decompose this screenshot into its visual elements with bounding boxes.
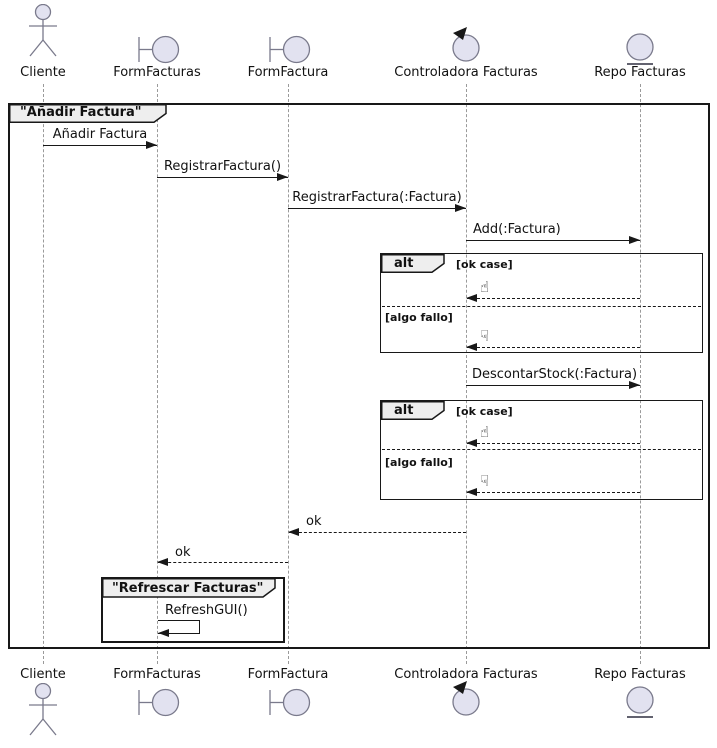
return-line (467, 347, 640, 348)
alt-keyword: alt (394, 403, 414, 418)
guard-ok-case: [ok case] (456, 258, 513, 271)
self-message-label: RefreshGUI() (165, 603, 248, 618)
thumbs-down-icon: ☟ (480, 327, 490, 345)
message-label: Añadir Factura (52, 127, 148, 142)
alt-pentagon (381, 254, 445, 273)
return-line (467, 443, 640, 444)
actor-icon (29, 683, 57, 736)
alt-fragment (380, 400, 703, 500)
self-message-line (199, 620, 200, 634)
participant-label-controladora: Controladora Facturas (394, 65, 538, 80)
return-line (289, 532, 466, 533)
arrowhead-right-icon (629, 236, 640, 244)
arrowhead-left-icon (466, 488, 477, 496)
participant-label-controladora: Controladora Facturas (394, 667, 538, 682)
frame-anadir-factura (8, 103, 710, 649)
self-message-line (158, 620, 200, 621)
message-line (43, 145, 157, 146)
participant-label-repo: Repo Facturas (594, 65, 686, 80)
arrowhead-left-icon (157, 558, 168, 566)
thumbs-down-icon: ☟ (480, 472, 490, 490)
boundary-icon (138, 35, 180, 64)
arrowhead-left-icon (466, 294, 477, 302)
message-label: ok (175, 545, 191, 560)
boundary-icon (269, 35, 311, 64)
arrowhead-left-icon (288, 528, 299, 536)
self-message-line (158, 633, 200, 634)
arrowhead-right-icon (146, 141, 157, 149)
guard-algo-fallo: [algo fallo] (385, 311, 453, 324)
alt-keyword: alt (394, 256, 414, 271)
control-icon (452, 681, 480, 716)
actor-icon (29, 4, 57, 57)
boundary-icon (269, 688, 311, 717)
message-line (288, 208, 466, 209)
message-label: DescontarStock(:Factura) (472, 367, 638, 382)
participant-label-formfacturas: FormFacturas (113, 65, 201, 80)
arrowhead-right-icon (455, 204, 466, 212)
message-label: RegistrarFactura(:Factura) (292, 190, 462, 205)
arrowhead-right-icon (629, 381, 640, 389)
alt-pentagon (381, 401, 445, 420)
entity-icon (626, 686, 654, 718)
return-line (158, 562, 288, 563)
return-line (467, 298, 640, 299)
inner-frame-title: "Refrescar Facturas" (112, 581, 264, 596)
participant-label-formfactura: FormFactura (247, 667, 329, 682)
frame-title: "Añadir Factura" (20, 105, 142, 120)
return-line (467, 492, 640, 493)
participant-label-formfacturas: FormFacturas (113, 667, 201, 682)
thumbs-up-icon: ☝ (480, 278, 490, 296)
arrowhead-left-icon (158, 629, 169, 637)
entity-icon (626, 33, 654, 65)
alt-divider (382, 449, 701, 450)
message-label: Add(:Factura) (473, 222, 561, 237)
message-line (466, 385, 640, 386)
lifeline-controladora-facturas (466, 84, 467, 664)
boundary-icon (138, 688, 180, 717)
guard-algo-fallo: [algo fallo] (385, 456, 453, 469)
arrowhead-right-icon (277, 173, 288, 181)
frame-title-pentagon (9, 104, 167, 123)
control-icon (452, 27, 480, 62)
participant-label-cliente: Cliente (20, 667, 66, 682)
message-line (466, 240, 640, 241)
participant-label-cliente: Cliente (20, 65, 66, 80)
message-label: RegistrarFactura() (163, 159, 282, 174)
alt-divider (382, 306, 701, 307)
lifeline-cliente (43, 84, 44, 664)
lifeline-formfactura (288, 84, 289, 664)
arrowhead-left-icon (466, 343, 477, 351)
participant-label-repo: Repo Facturas (594, 667, 686, 682)
lifeline-formfacturas (157, 84, 158, 664)
message-line (157, 177, 288, 178)
message-label: ok (306, 514, 322, 529)
guard-ok-case: [ok case] (456, 405, 513, 418)
lifeline-repo-facturas (640, 84, 641, 664)
frame-title-pentagon (102, 578, 276, 598)
arrowhead-left-icon (466, 439, 477, 447)
thumbs-up-icon: ☝ (480, 423, 490, 441)
participant-label-formfactura: FormFactura (247, 65, 329, 80)
alt-fragment (380, 253, 703, 353)
